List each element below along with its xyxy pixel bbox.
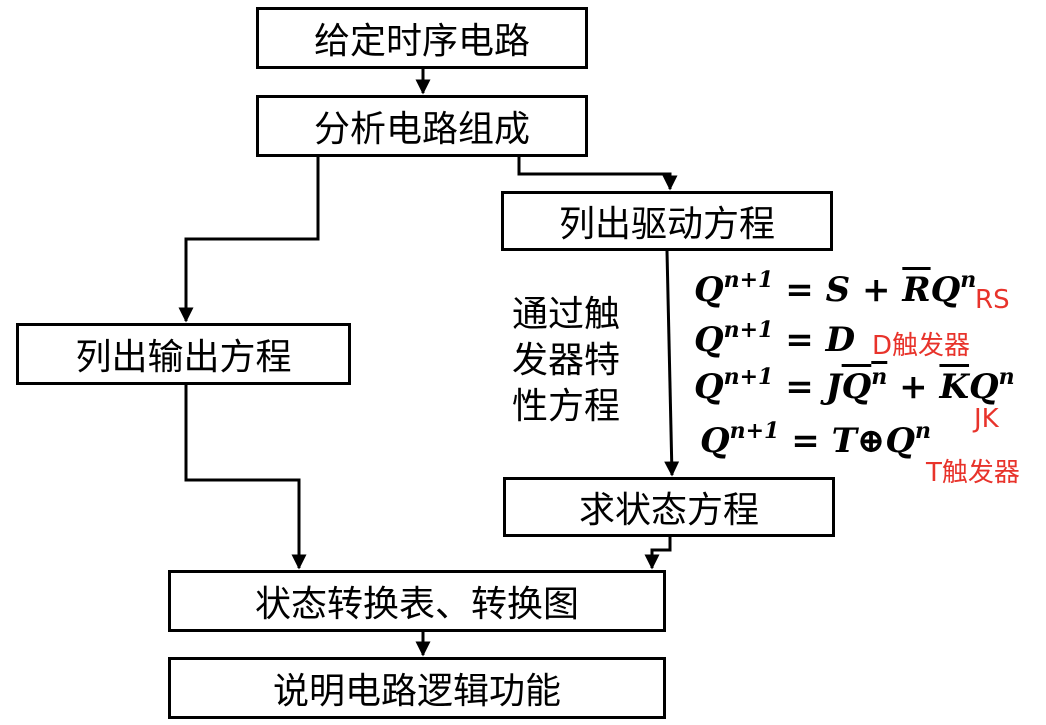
equation-t: Qn+1 = T⊕Qn [700, 418, 931, 461]
arrow-2-to-3 [517, 157, 678, 191]
tag-d-flipflop: D触发器 [872, 331, 971, 361]
arrow-3-to-5 [664, 250, 680, 477]
arrow-4-to-6 [184, 385, 307, 570]
equation-jk: Qn+1 = JQn + KQn [694, 364, 1015, 407]
side-note-characteristic-equation: 通过触发器特性方程 [512, 294, 621, 427]
step-label: 分析电路组成 [313, 109, 530, 150]
step-state-table: 状态转换表、转换图 [168, 570, 666, 632]
step-label: 给定时序电路 [313, 21, 530, 62]
tag-rs: RS [975, 285, 1010, 315]
equation-d: Qn+1 = D [694, 317, 856, 360]
step-state-equations: 求状态方程 [503, 477, 835, 537]
step-output-equations: 列出输出方程 [16, 323, 351, 385]
arrow-2-to-4 [178, 157, 320, 323]
step-analyze-circuit: 分析电路组成 [256, 95, 588, 157]
arrow-5-to-6 [644, 537, 672, 570]
equation-rs: Qn+1 = S + RQn [694, 267, 977, 310]
step-logic-function: 说明电路逻辑功能 [168, 657, 666, 719]
tag-jk: JK [974, 404, 999, 434]
tag-t-flipflop: T触发器 [926, 458, 1020, 488]
step-given-circuit: 给定时序电路 [256, 7, 588, 69]
step-drive-equations: 列出驱动方程 [501, 191, 833, 251]
step-label: 列出输出方程 [75, 337, 292, 378]
step-label: 状态转换表、转换图 [254, 584, 579, 625]
step-label: 求状态方程 [578, 490, 759, 531]
step-label: 说明电路逻辑功能 [272, 671, 561, 712]
step-label: 列出驱动方程 [558, 204, 775, 245]
